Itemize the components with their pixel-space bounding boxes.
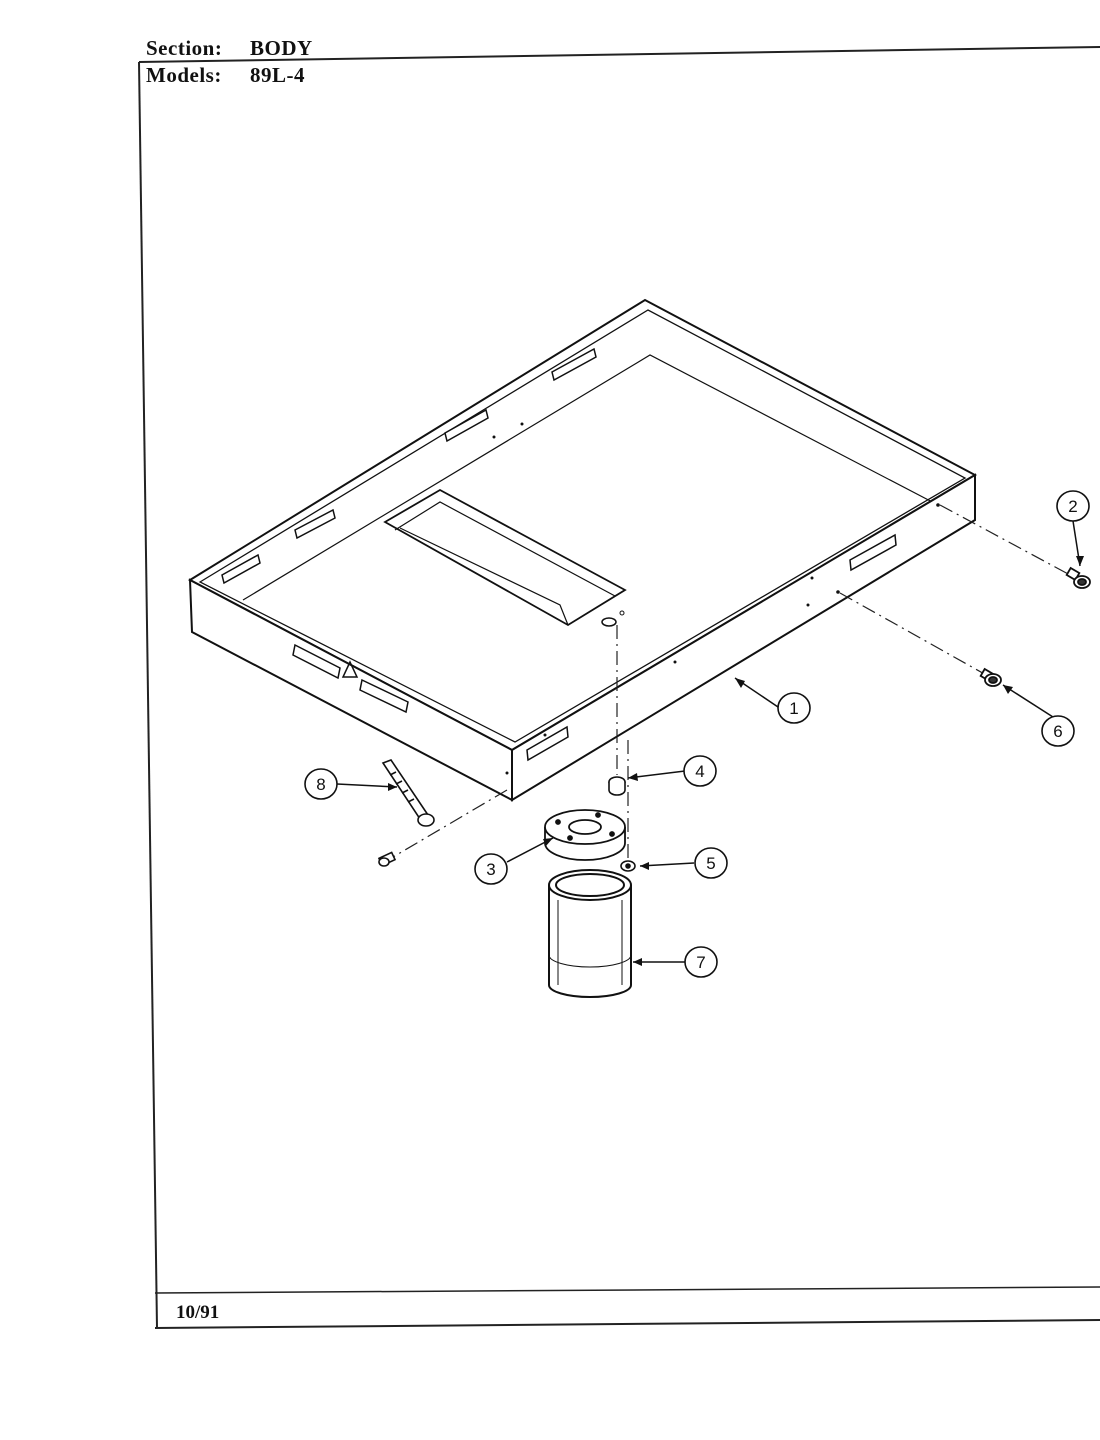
callout-6-number: 6 (1053, 722, 1062, 741)
leader-arrowheads (388, 556, 1084, 966)
bolt-part-8 (377, 759, 435, 867)
nut-part-5 (620, 860, 636, 872)
callout-8-number: 8 (316, 775, 325, 794)
page-frame (138, 46, 1100, 1329)
models-label: Models: (146, 63, 222, 87)
section-value: BODY (250, 36, 313, 60)
callout-4: 4 (683, 755, 717, 787)
jar-part-7 (548, 869, 632, 998)
callout-5-number: 5 (706, 854, 715, 873)
fitting-part-4 (608, 776, 626, 796)
callout-6: 6 (1041, 715, 1075, 747)
callout-2-number: 2 (1068, 497, 1077, 516)
screw-part-6 (979, 667, 1002, 687)
section-label: Section: (146, 36, 223, 60)
footer-date: 10/91 (176, 1302, 220, 1323)
callout-5: 5 (694, 847, 728, 879)
callout-8: 8 (304, 768, 338, 800)
drip-tray-part: A (187, 298, 978, 802)
callout-4-number: 4 (695, 762, 704, 781)
callout-7: 7 (684, 946, 718, 978)
callout-3: 3 (474, 853, 508, 885)
assembly-lines (387, 504, 1071, 861)
callout-7-number: 7 (696, 953, 705, 972)
screw-part-2 (1065, 566, 1091, 589)
callout-1-number: 1 (789, 699, 798, 718)
callout-1: 1 (777, 692, 811, 724)
callouts: 1 2 3 4 5 6 7 8 (304, 490, 1090, 978)
callout-2: 2 (1056, 490, 1090, 522)
lid-part-3 (544, 809, 626, 861)
models-value: 89L-4 (250, 63, 305, 87)
callout-3-number: 3 (486, 860, 495, 879)
